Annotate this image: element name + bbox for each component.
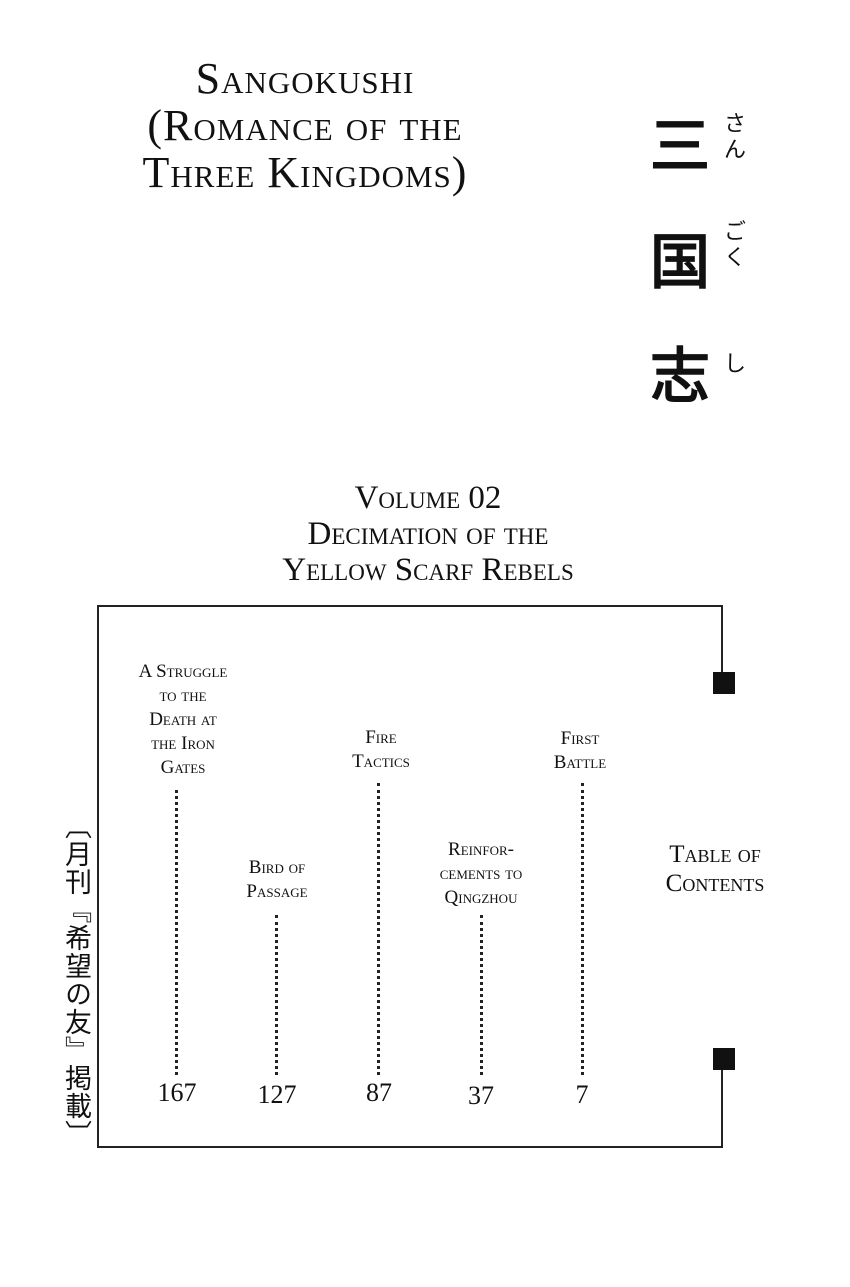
- kanji-san: 三: [650, 112, 710, 182]
- frame-bottom: [97, 1146, 723, 1148]
- chapter-label: Bird of Passage: [197, 856, 357, 904]
- label-line: Qingzhou: [444, 887, 518, 908]
- label-line: Reinfor-: [448, 839, 514, 860]
- page-number[interactable]: 167: [157, 1078, 197, 1107]
- title-line: Three Kingdoms): [142, 148, 468, 197]
- leader-dots: [377, 783, 380, 1075]
- label-line: Passage: [246, 881, 308, 902]
- main-title: Sangokushi (Romance of the Three Kingdom…: [60, 55, 550, 196]
- chapter-label: Fire Tactics: [301, 726, 461, 774]
- volume-title: Volume 02 Decimation of the Yellow Scarf…: [200, 480, 656, 588]
- page-number[interactable]: 127: [257, 1080, 297, 1109]
- volume-subtitle-line: Yellow Scarf Rebels: [282, 552, 574, 588]
- frame-right-top: [721, 605, 723, 675]
- square-marker-top: [713, 672, 735, 694]
- label-line: to the: [159, 685, 207, 706]
- label-line: cements to: [439, 863, 523, 884]
- square-marker-bottom: [713, 1048, 735, 1070]
- volume-number: Volume 02: [354, 480, 502, 516]
- page-number[interactable]: 37: [468, 1081, 494, 1110]
- label-line: Gates: [160, 757, 206, 778]
- label-line: Bird of: [248, 857, 306, 878]
- label-line: Fire: [365, 727, 397, 748]
- leader-dots: [480, 915, 483, 1075]
- label-line: Death at: [149, 709, 217, 730]
- furigana-goku: ごく: [723, 220, 746, 271]
- chapter-label: Reinfor- cements to Qingzhou: [401, 838, 561, 910]
- kanji-shi: 志: [650, 342, 710, 412]
- frame-right-bottom: [721, 1060, 723, 1148]
- kanji-goku: 国: [650, 228, 710, 298]
- title-line: Sangokushi: [195, 54, 415, 103]
- label-line: A Struggle: [138, 661, 228, 682]
- frame-top: [97, 605, 723, 607]
- leader-dots: [581, 783, 584, 1075]
- furigana-shi: し: [723, 352, 746, 377]
- label-line: Battle: [553, 752, 607, 773]
- volume-subtitle-line: Decimation of the: [307, 516, 549, 552]
- serialization-note: 〔月刊『希望の友』掲載〕: [60, 812, 91, 1148]
- label-line: the Iron: [151, 733, 215, 754]
- label-line: First: [560, 728, 600, 749]
- frame-left: [97, 605, 99, 1148]
- leader-dots: [275, 915, 278, 1075]
- toc-heading-line: Table of: [669, 841, 761, 868]
- title-line: (Romance of the: [147, 101, 463, 150]
- chapter-label: A Struggle to the Death at the Iron Gate…: [103, 660, 263, 780]
- toc-heading-line: Contents: [665, 870, 765, 897]
- chapter-label: First Battle: [500, 727, 660, 775]
- furigana-san: さん: [723, 112, 746, 163]
- label-line: Tactics: [352, 751, 410, 772]
- page-number[interactable]: 7: [575, 1080, 589, 1109]
- leader-dots: [175, 790, 178, 1075]
- page-number[interactable]: 87: [366, 1078, 392, 1107]
- toc-heading: Table of Contents: [630, 840, 800, 898]
